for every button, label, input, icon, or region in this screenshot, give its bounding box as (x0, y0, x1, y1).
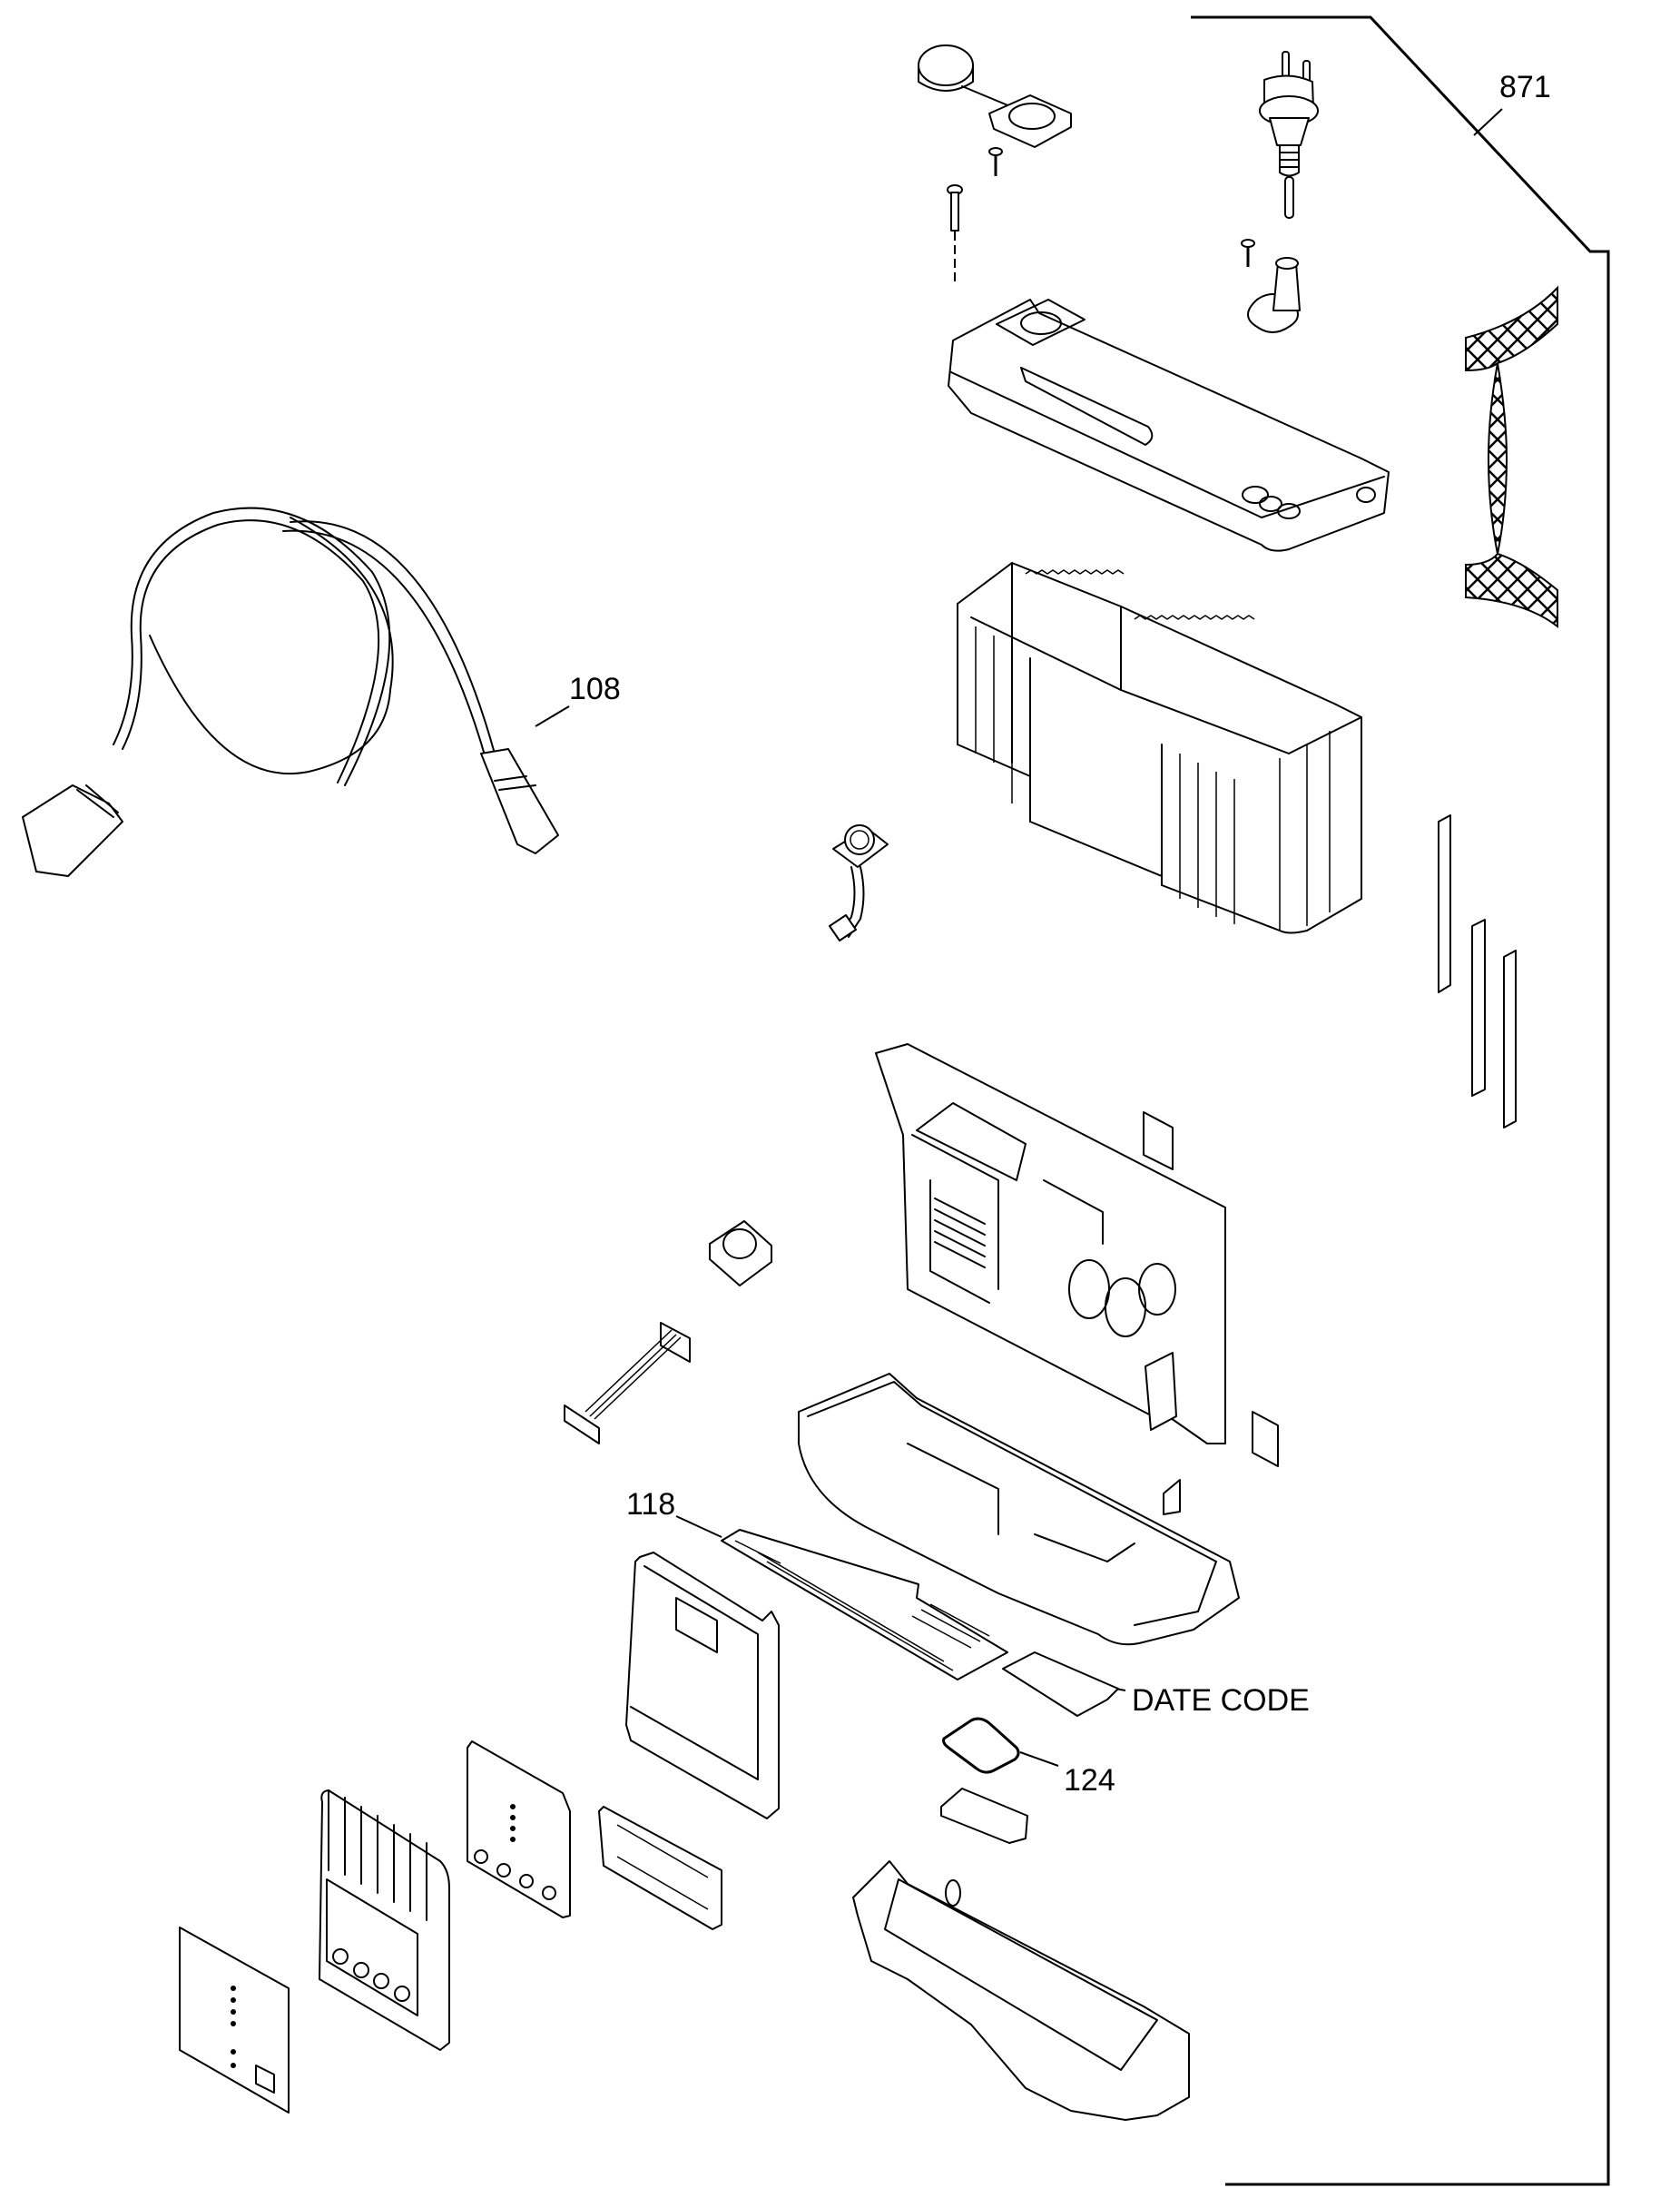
insulator-pad-2 (1252, 1411, 1279, 1467)
gasket (942, 1717, 1020, 1774)
rubber-bumper-base (852, 1860, 1190, 2121)
callout-118-label: 118 (626, 1487, 675, 1522)
label-strip (721, 1529, 1008, 1680)
callout-108: 108 (535, 672, 621, 727)
callout-date-code: DATE CODE (1105, 1683, 1310, 1718)
callout-108-label: 108 (569, 672, 621, 706)
mounting-rails (1438, 814, 1517, 1128)
callout-124-label: 124 (1064, 1763, 1115, 1798)
callout-date-code-label: DATE CODE (1132, 1683, 1310, 1718)
strain-relief (1247, 257, 1301, 333)
mains-plug (1259, 51, 1319, 219)
extension-cable (22, 507, 559, 877)
fan (709, 1220, 772, 1286)
overlay-label (179, 1927, 290, 2114)
ribbon-cable (564, 1322, 691, 1444)
callout-871-label: 871 (1499, 70, 1551, 104)
control-pcb (467, 1740, 571, 1918)
clip (1163, 1479, 1181, 1515)
top-end-cap (948, 299, 1390, 552)
circular-connector-harness (829, 824, 889, 941)
callout-871: 871 (1473, 70, 1551, 136)
lens-clip (940, 1788, 1028, 1844)
pin (947, 184, 963, 281)
callout-118: 118 (626, 1487, 722, 1538)
assembly-frame (1191, 15, 1610, 2186)
date-code-label (1002, 1651, 1119, 1717)
front-keypad-panel (319, 1789, 450, 2051)
front-bezel (625, 1552, 780, 1819)
power-pcb (875, 1043, 1226, 1444)
screw-2 (1241, 239, 1255, 267)
insulator-pad-1 (1143, 1111, 1174, 1170)
bottom-end-cap (798, 1373, 1240, 1646)
window-film (598, 1806, 722, 1930)
mesh-handle (1465, 285, 1558, 629)
screw-1 (988, 147, 1003, 176)
aluminium-extrusion-housing (957, 562, 1362, 934)
callout-124: 124 (1019, 1751, 1115, 1798)
dust-cap (918, 44, 1072, 148)
